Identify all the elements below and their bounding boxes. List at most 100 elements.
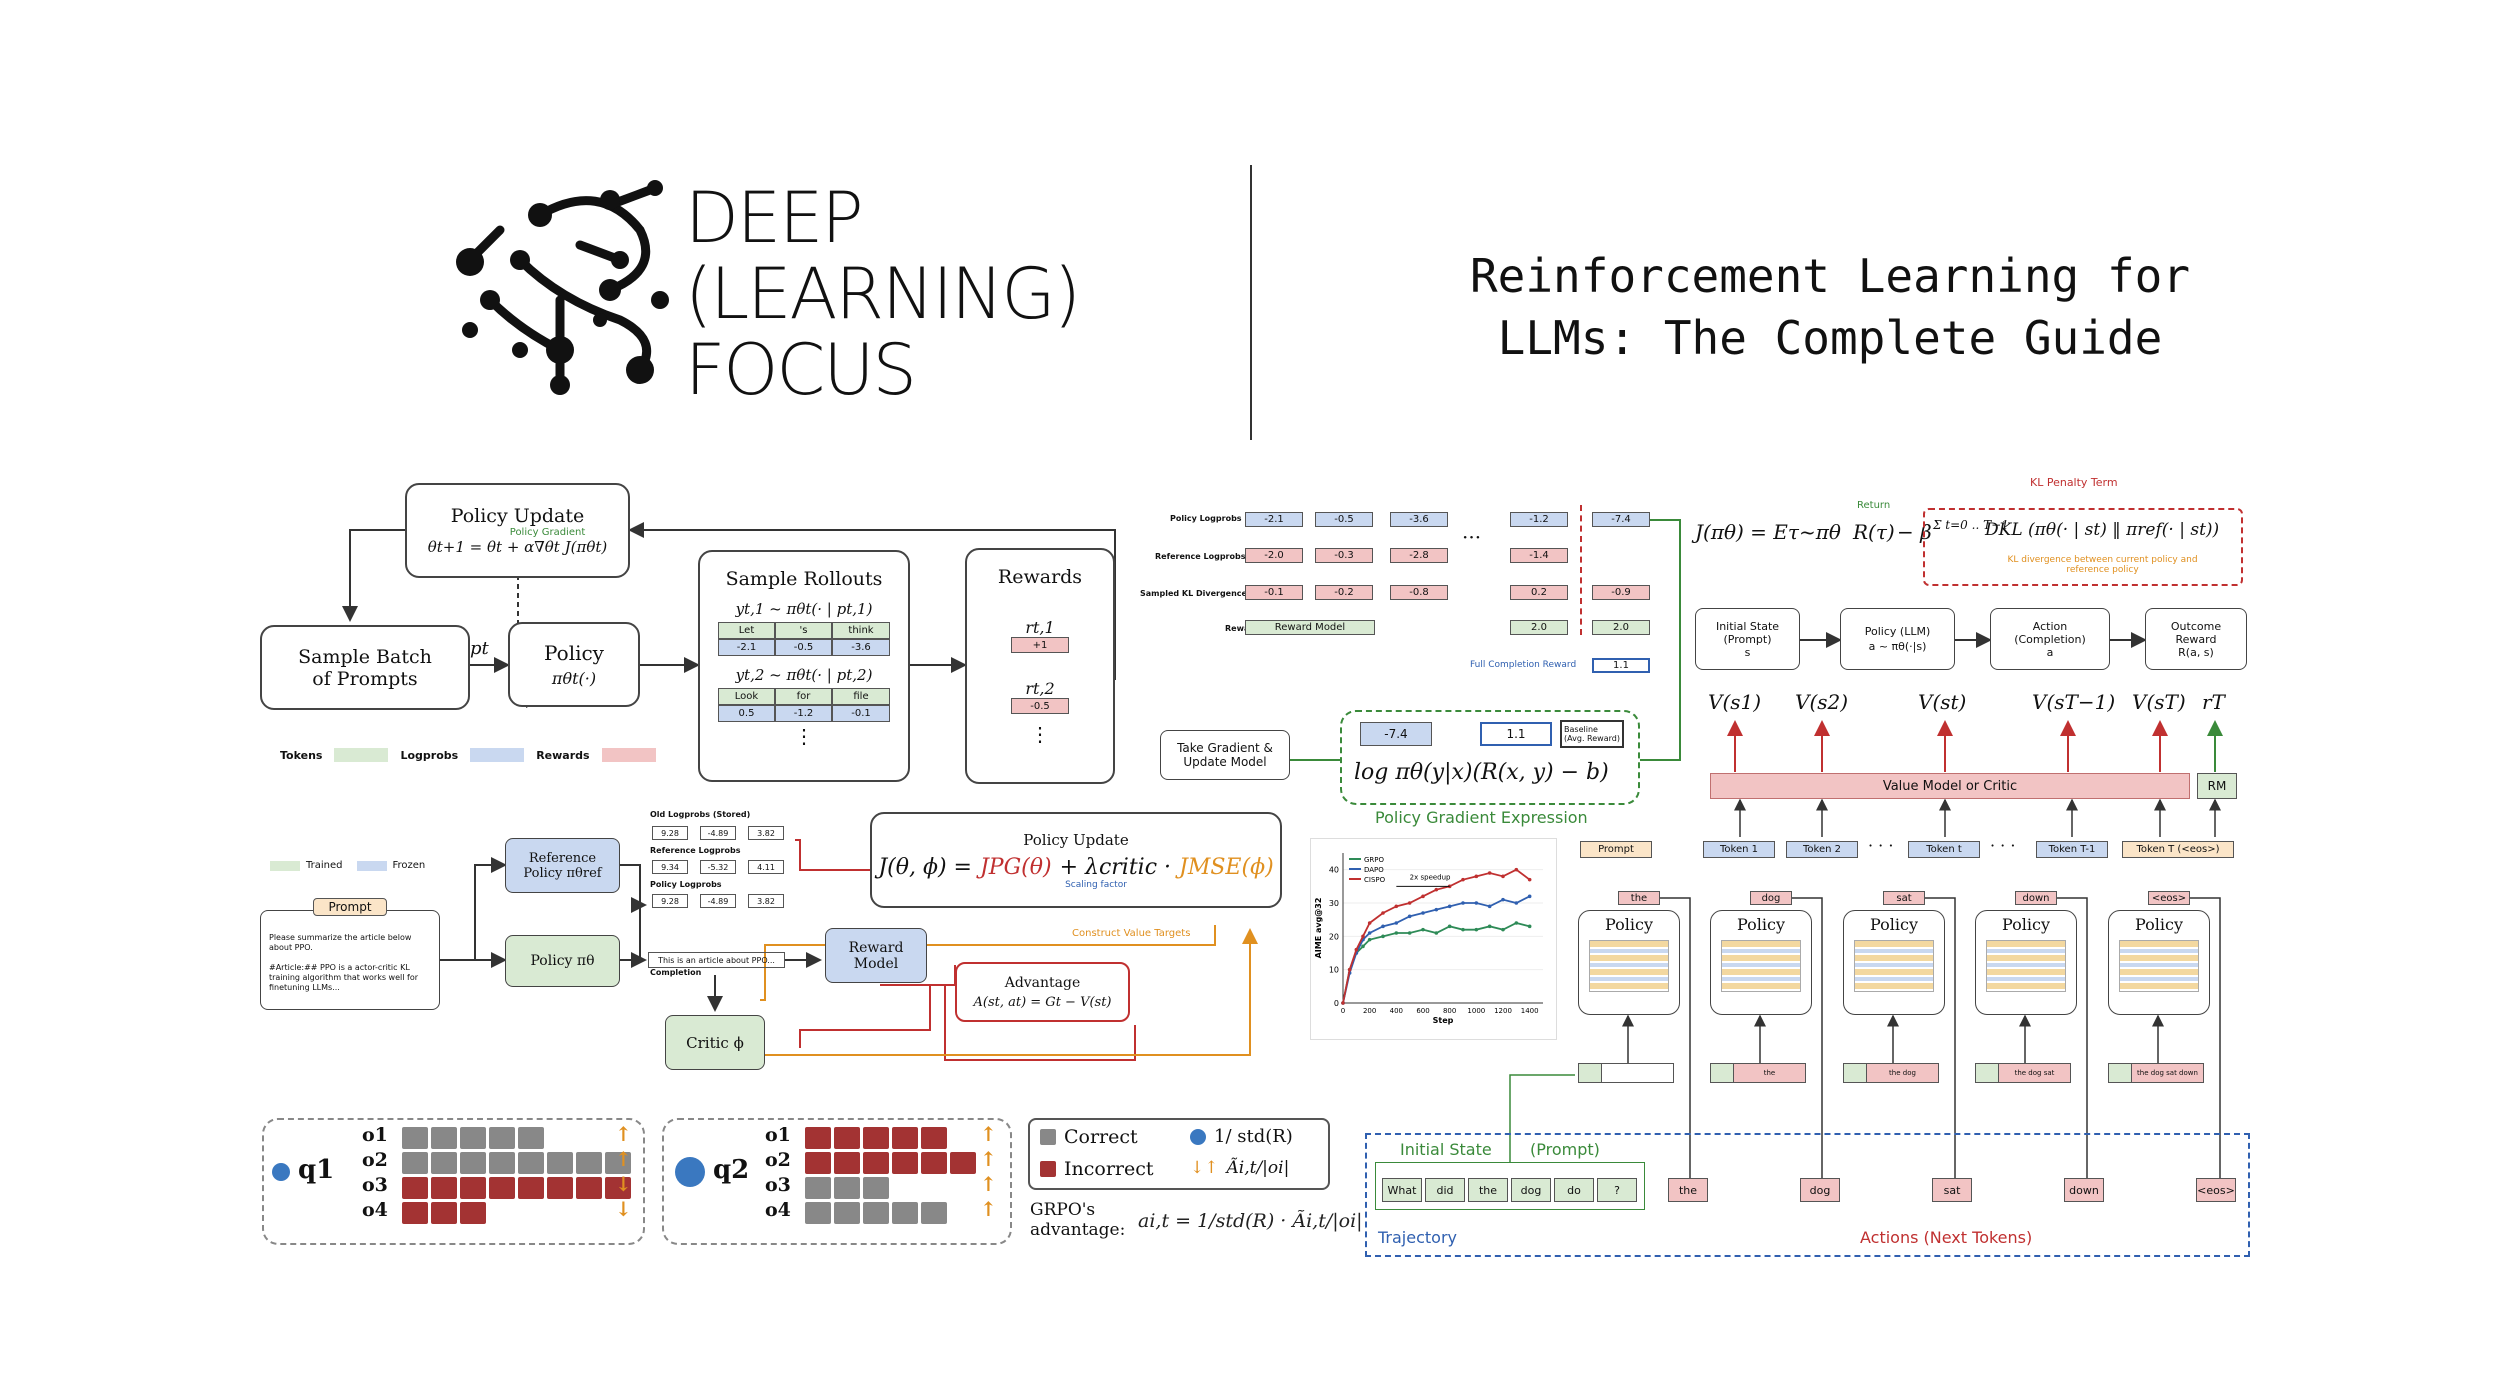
point-dapo-8 [1421, 911, 1425, 915]
correct-cell [431, 1152, 457, 1174]
y-tick-1: 10 [1329, 966, 1339, 975]
sample-rollouts-title: Sample Rollouts [725, 568, 883, 590]
legend-tokens-swatch [334, 748, 389, 762]
incorrect-cell [460, 1202, 486, 1224]
grpo-q1-std-circle-icon [272, 1163, 290, 1181]
adv-norm-label: Ãi,t/|oi| [1226, 1158, 1290, 1178]
ac-reward-model: Reward Model [825, 928, 927, 983]
value-token-t: Token t [1908, 841, 1980, 858]
point-cispo-14 [1501, 874, 1505, 879]
incorrect-cell [605, 1177, 631, 1199]
kl-penalty-title: KL Penalty Term [2030, 476, 2118, 489]
objective-dkl: DKL (πθ(· | st) ‖ πref(· | st)) [1985, 520, 2220, 540]
transformer-icon-0 [1589, 940, 1669, 992]
r1-logprob-0: -2.1 [718, 639, 775, 656]
policy-block-label-2: Policy [1870, 915, 1918, 934]
ac-policy-update: Policy Update J(θ, ϕ) = JPG(θ) + λcritic… [870, 812, 1282, 908]
rewards-box: Rewards rt,1 +1 rt,2 -0.5 ⋮ [965, 548, 1115, 784]
point-dapo-15 [1514, 901, 1519, 905]
point-grpo-7 [1407, 931, 1412, 935]
r1-token-0: Let [718, 622, 775, 639]
grpo-adv-eq: ai,t = 1/std(R) · Ãi,t/|oi| [1138, 1210, 1363, 1232]
grpo-q2-std-circle-icon [675, 1157, 705, 1187]
ac-update-mse: JMSE(ϕ) [1179, 854, 1274, 880]
title-line1: Reinforcement Learning for [1469, 249, 2191, 303]
incorrect-cell [921, 1127, 947, 1149]
kl-pol-1: -0.5 [1315, 512, 1373, 527]
kl-pol-3: -1.2 [1510, 512, 1568, 527]
value-dots-1: · · · [1868, 836, 1894, 855]
kl-reward-1: 2.0 [1592, 620, 1650, 635]
policy-input-prompt-1 [1711, 1064, 1734, 1082]
grpo-q2-row-0 [805, 1127, 950, 1149]
policy-block-label-1: Policy [1737, 915, 1785, 934]
kl-divider [1580, 505, 1582, 635]
v-label-1: V(s2) [1795, 690, 1849, 714]
ac-prompt-text: Please summarize the article below about… [269, 933, 418, 992]
grpo-q2-output-0: o1 [765, 1124, 791, 1146]
grpo-q2-output-3: o4 [765, 1199, 791, 1221]
value-token-T: Token T (<eos>) [2122, 841, 2234, 858]
mdp-action: Action (Completion) a [1990, 608, 2110, 670]
mdp-initial-state: Initial State (Prompt) s [1695, 608, 1800, 670]
mdp-policy: Policy (LLM) a ~ πθ(·|s) [1840, 608, 1955, 670]
ac-policy-label: Policy πθ [530, 953, 595, 969]
point-grpo-6 [1394, 931, 1399, 935]
ac-prompt-box: Please summarize the article below about… [260, 910, 440, 1010]
ac-advantage: Advantage A(st, at) = Gt − V(st) [955, 962, 1130, 1022]
x-tick-6: 1200 [1494, 1007, 1512, 1015]
policy-input-text-0 [1602, 1064, 1673, 1082]
policy-input-1: the [1710, 1063, 1806, 1083]
grpo-q2-arrow-icon-0: ↑ [980, 1122, 997, 1146]
ac-scaling: Scaling factor [1065, 879, 1127, 890]
pg-expression-box: -7.4 1.1 Baseline (Avg. Reward) log πθ(y… [1340, 710, 1640, 805]
trajectory-label: Trajectory [1378, 1228, 1457, 1247]
point-cispo-8 [1421, 894, 1425, 899]
point-cispo-3 [1361, 934, 1365, 939]
point-cispo-12 [1474, 874, 1479, 879]
ac-update-eq: J(θ, ϕ) = JPG(θ) + λcritic · JMSE(ϕ) [878, 855, 1273, 880]
incorrect-cell [402, 1202, 428, 1224]
policy-function: πθt(·) [551, 669, 597, 688]
y-tick-2: 20 [1329, 932, 1339, 941]
correct-cell [460, 1127, 486, 1149]
pg-logprob-value: -7.4 [1360, 722, 1432, 746]
point-grpo-4 [1367, 937, 1372, 942]
policy-out-line-0 [1660, 897, 1691, 1180]
v-label-2: V(st) [1918, 690, 1967, 714]
v-label-3: V(sT−1) [2032, 690, 2116, 714]
ac-prompt-label: Prompt [313, 898, 387, 916]
objective-equation: J(πθ) = Eτ~πθ Return R(τ) − β KL Penalty… [1695, 476, 2245, 590]
policy-update-title: Policy Update [450, 505, 585, 527]
point-grpo-16 [1527, 924, 1532, 929]
action-token-2: sat [1932, 1178, 1972, 1202]
policy-input-prompt-2 [1844, 1064, 1867, 1082]
header-divider [1250, 165, 1252, 440]
grpo-q2-output-1: o2 [765, 1149, 791, 1171]
rollout-y2: yt,2 ~ πθt(· | pt,2) [735, 666, 873, 684]
action-token-4: <eos> [2196, 1178, 2236, 1202]
value-model-critic: Value Model or Critic [1710, 773, 2190, 799]
legend-grpo: GRPO [1364, 856, 1385, 864]
x-tick-3: 600 [1416, 1007, 1429, 1015]
std-label: 1/ std(R) [1214, 1126, 1293, 1147]
title-line2: LLMs: The Complete Guide [1497, 311, 2163, 365]
brand-line3: FOCUS [685, 329, 917, 411]
kl-div-2: -0.8 [1390, 585, 1448, 600]
mdp-reward-label: Outcome Reward R(a, s) [2170, 619, 2222, 659]
value-token-2: Token 2 [1786, 841, 1858, 858]
full-reward-value: 1.1 [1592, 658, 1650, 673]
kl-row-kl: Sampled KL Divergence [1140, 589, 1247, 598]
objective-left: J(πθ) = Eτ~πθ [1695, 520, 1841, 544]
kl-ellipsis: ··· [1462, 525, 1482, 549]
r2-token-0: Look [718, 688, 775, 705]
kl-ref-3: -1.4 [1510, 548, 1568, 563]
point-dapo-6 [1394, 921, 1399, 925]
trajectory-prompt-frame [1375, 1162, 1645, 1210]
grpo-q1-row-3 [402, 1202, 489, 1224]
pg-expression: log πθ(y|x)(R(x, y) − b) [1354, 760, 1609, 785]
incorrect-cell [431, 1202, 457, 1224]
point-grpo-13 [1487, 924, 1492, 929]
